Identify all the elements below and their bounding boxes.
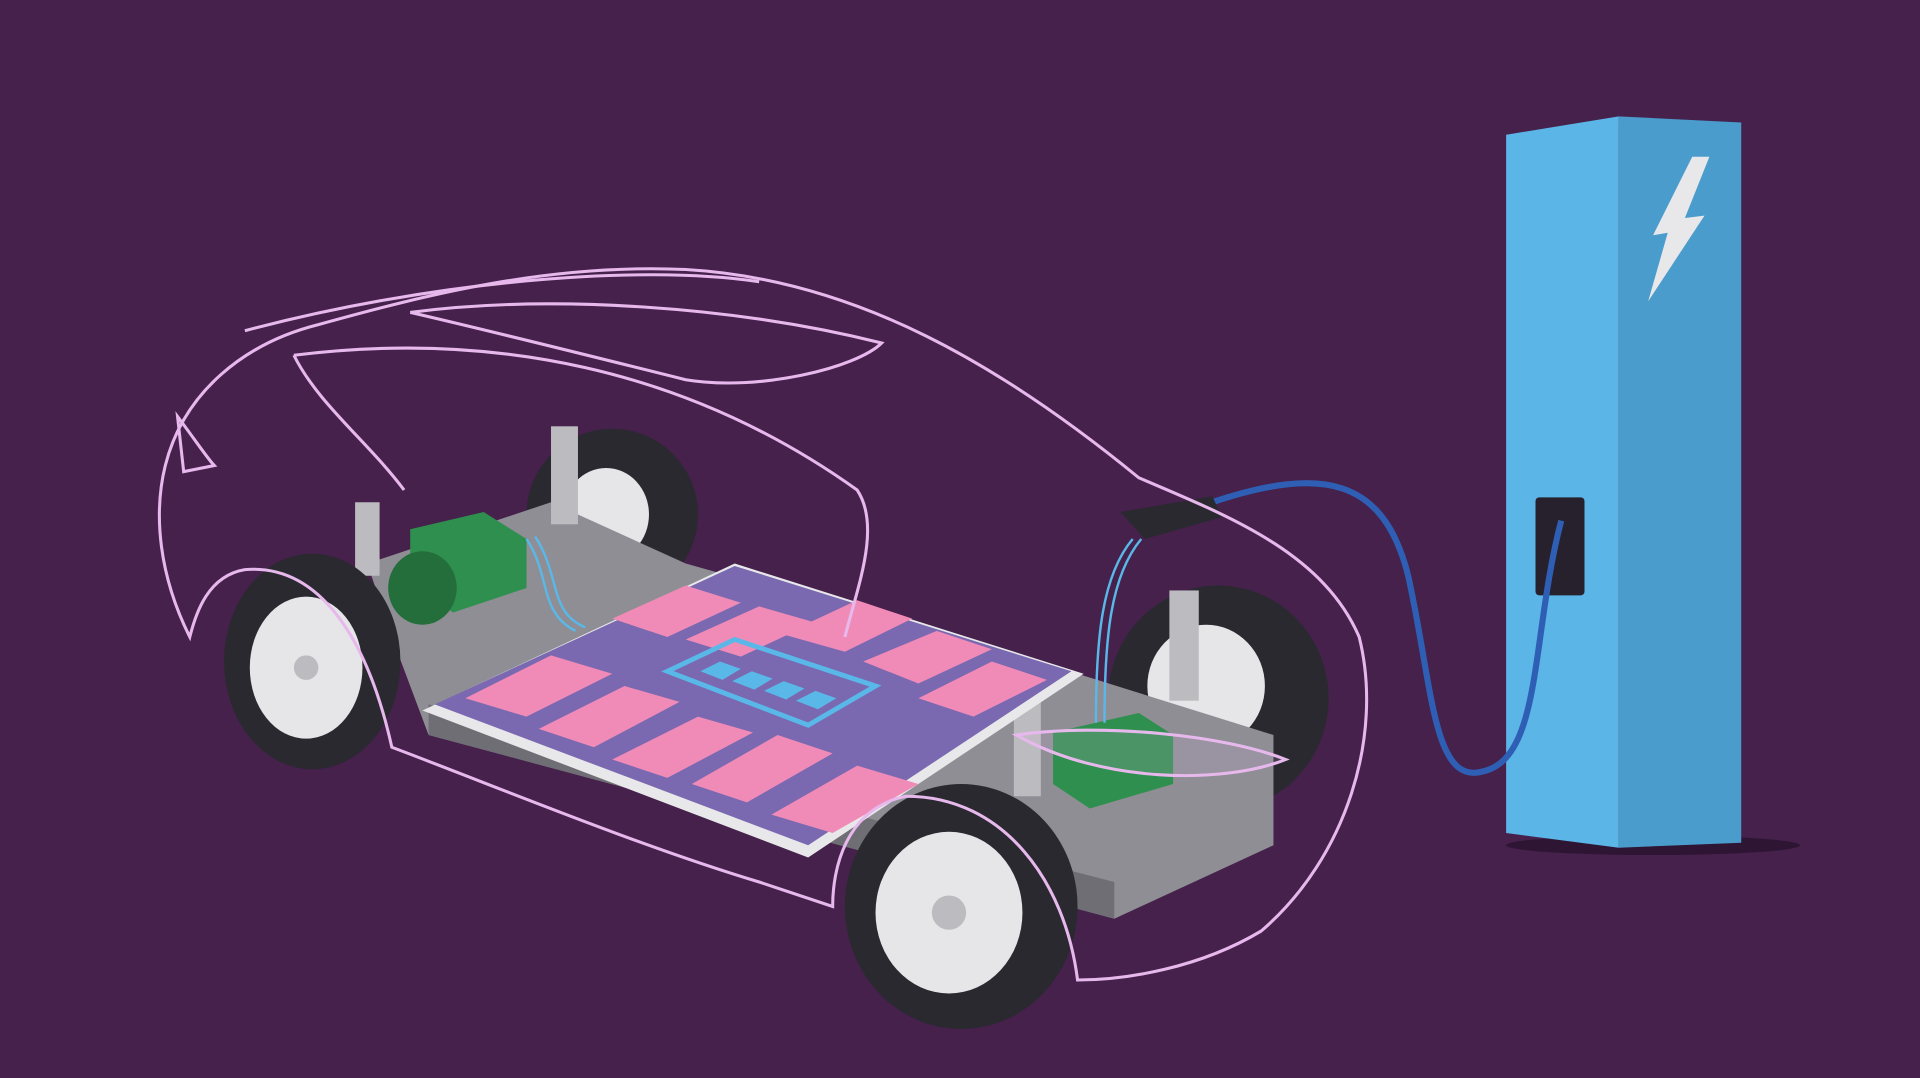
motor-icon — [1053, 712, 1174, 809]
car-outline-icon — [157, 267, 1369, 982]
charging-plug — [1120, 496, 1223, 539]
lightning-bolt-icon — [1648, 156, 1710, 302]
wheel-icon — [224, 553, 1078, 1029]
charging-socket — [1535, 497, 1585, 596]
charging-cable-icon — [1211, 480, 1565, 776]
battery-pack-icon — [422, 563, 1084, 858]
battery-level-icon — [661, 636, 882, 728]
